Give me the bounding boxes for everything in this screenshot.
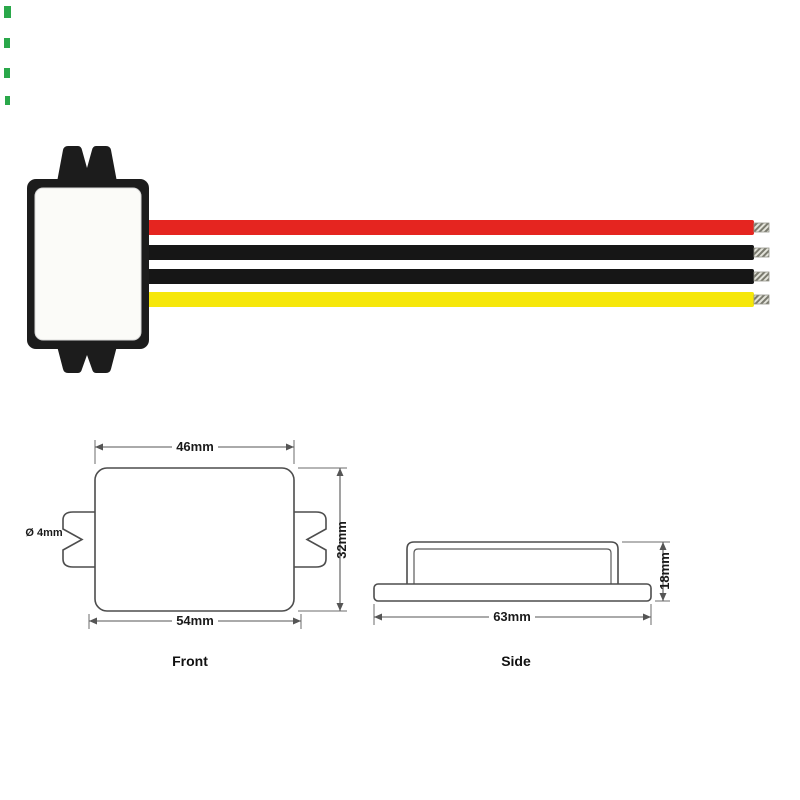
edge-mark (4, 6, 11, 18)
mounting-tab-bottom (57, 346, 117, 373)
wire-yellow (140, 292, 770, 307)
dim-front-bottom-width: 54mm (88, 613, 302, 629)
edge-mark (5, 96, 10, 105)
edge-artifacts (4, 6, 11, 105)
wire-red-tip (753, 222, 770, 233)
dim-front-height: 32mm (298, 467, 349, 612)
edge-mark (4, 68, 10, 78)
side-height-label: 18mm (657, 552, 672, 590)
mounting-tab-top (57, 146, 117, 182)
side-raised-body-inner (413, 548, 612, 584)
wire-black-2-tip (753, 271, 770, 282)
side-raised-body-outline (406, 541, 619, 584)
dim-side-height: 18mm (622, 541, 672, 602)
front-body-outline (94, 467, 295, 612)
front-top-width-label: 46mm (176, 439, 214, 454)
wire-black-2 (140, 269, 770, 284)
front-ear-right (294, 511, 327, 568)
wire-black-2-body (140, 269, 754, 284)
side-length-label: 63mm (493, 609, 531, 624)
wire-red (140, 220, 770, 235)
front-view: 46mm 54mm 32mm Ø 4mm Front (25, 439, 349, 669)
dim-front-top-width: 46mm (94, 439, 295, 464)
module-face (34, 187, 142, 341)
front-ear-left (62, 511, 95, 568)
wires (140, 220, 770, 307)
edge-mark (4, 38, 10, 48)
wire-red-body (140, 220, 754, 235)
wire-yellow-tip (753, 294, 770, 305)
wire-black-1-tip (753, 247, 770, 258)
front-view-label: Front (172, 653, 208, 669)
front-bottom-width-label: 54mm (176, 613, 214, 628)
converter-illustration (27, 146, 770, 373)
wire-yellow-body (140, 292, 754, 307)
front-hole-diameter-label: Ø 4mm (25, 527, 63, 539)
front-height-label: 32mm (334, 521, 349, 559)
dim-side-length: 63mm (373, 604, 652, 625)
side-view-label: Side (501, 653, 531, 669)
wire-black-1 (140, 245, 770, 260)
wire-black-1-body (140, 245, 754, 260)
side-base-outline (373, 583, 652, 602)
side-view: 63mm 18mm Side (373, 541, 672, 669)
